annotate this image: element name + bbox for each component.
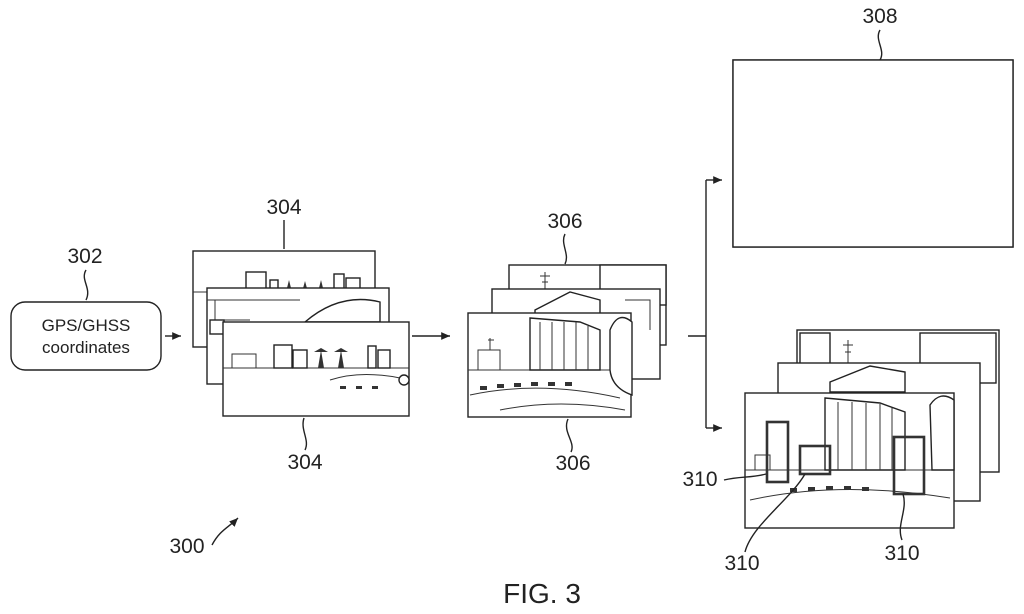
image-304-front [223, 322, 409, 416]
ref-label-306-bottom: 306 [555, 452, 590, 475]
image-stack-310 [745, 330, 999, 528]
ref-label-310-bottom-right: 310 [884, 542, 919, 565]
leader-306-bottom [566, 419, 572, 452]
gps-box-line1: GPS/GHSS [42, 316, 131, 335]
ref-label-300: 300 [169, 535, 204, 558]
image-stack-306 [468, 265, 666, 417]
ref-label-304-top: 304 [266, 196, 301, 219]
gps-box-line2: coordinates [42, 338, 130, 357]
leader-306-top [564, 234, 567, 264]
figure-caption: FIG. 3 [503, 578, 581, 609]
leader-308 [878, 30, 881, 60]
ref-label-310-bottom-left: 310 [724, 552, 759, 575]
image-stack-304 [193, 251, 409, 416]
branch-connector [688, 180, 706, 428]
ref-label-302: 302 [67, 245, 102, 268]
ref-label-306-top: 306 [547, 210, 582, 233]
gps-coordinates-box: GPS/GHSS coordinates [11, 302, 161, 370]
image-306-front [468, 313, 632, 417]
leader-300 [212, 518, 238, 545]
ref-label-304-bottom: 304 [287, 451, 322, 474]
leader-302 [84, 270, 87, 300]
point-cloud-image-308 [733, 60, 1013, 247]
ref-label-310-left: 310 [682, 468, 717, 491]
ref-label-308: 308 [862, 5, 897, 28]
leader-304-bottom [303, 418, 306, 450]
